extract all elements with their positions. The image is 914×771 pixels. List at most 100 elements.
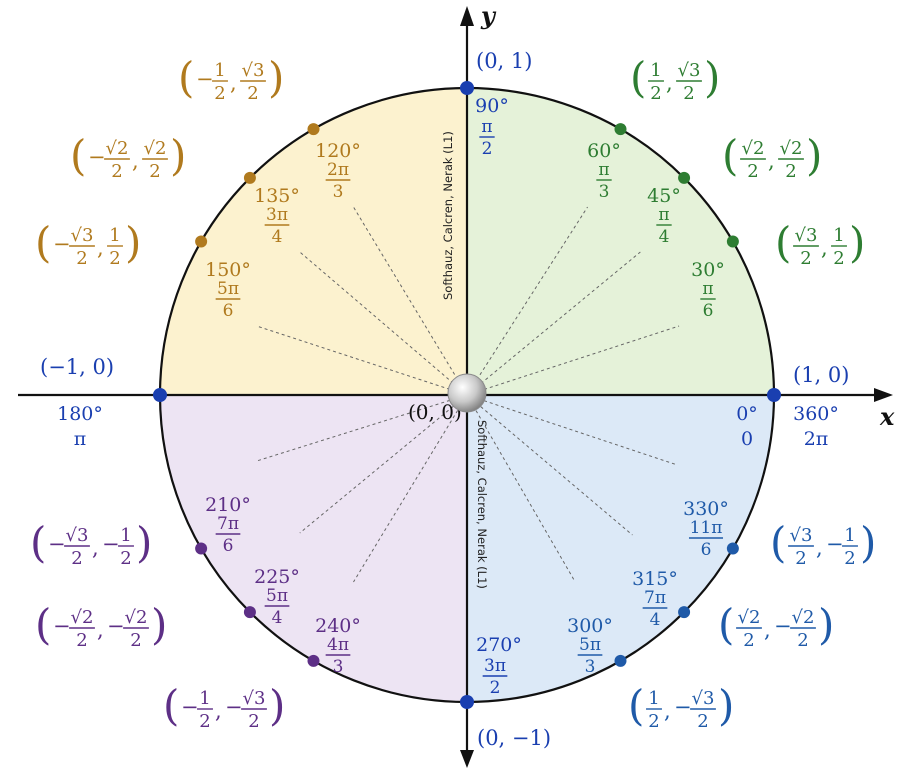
point-a210 [195, 542, 208, 555]
point-a30 [726, 235, 739, 248]
coord-x-a150-num: √3 [71, 225, 94, 246]
coord-x-a135-num: √2 [106, 138, 129, 159]
paren-close-a225: ) [151, 600, 167, 649]
coord-p0: (1, 0) [793, 363, 849, 387]
coord-x-a210-den: 2 [71, 548, 82, 569]
coord-x-a150-den: 2 [76, 248, 87, 269]
degree-label-a60: 60° [587, 140, 621, 162]
coordinate-a225: (−√22,−√22) [35, 600, 167, 651]
comma-a120: , [230, 71, 237, 95]
point-a330 [726, 542, 739, 555]
paren-close-a60: ) [704, 53, 720, 102]
coord-x-a45-num: √2 [742, 138, 765, 159]
coordinate-a120: (−12,√32) [178, 53, 284, 104]
guide-line-a150 [256, 325, 468, 396]
comma-a315: , [764, 618, 771, 642]
paren-open-a150: ( [35, 218, 51, 267]
coordinate-a45: (√22,√22) [722, 131, 822, 182]
degree-label-p0: 0° [736, 403, 758, 425]
radian-label-p270-den: 2 [490, 678, 501, 698]
point-a240 [307, 654, 320, 667]
paren-open-a315: ( [718, 600, 734, 649]
coord-x-a60-num: 1 [650, 60, 661, 81]
label-group-a315: 315°7π4 [632, 568, 678, 630]
radian-label-a135-den: 4 [272, 227, 283, 247]
radian-label-a300-num: 5π [579, 635, 601, 655]
coord-y-a210-den: 2 [120, 548, 131, 569]
coord-y-a300-den: 2 [697, 711, 708, 732]
radian-label-a315-den: 4 [650, 610, 661, 630]
degree-label-a240: 240° [315, 615, 361, 637]
paren-close-a45: ) [806, 131, 822, 180]
degree-label-p180: 180° [57, 403, 103, 425]
credit-text-lower: Softhauz, Calcren, Nerak (L1) [475, 420, 489, 589]
paren-open-a240: ( [163, 681, 179, 730]
radian-label-p180: π [74, 428, 87, 450]
coord-y-a30-den: 2 [833, 248, 844, 269]
sign-y-a300: − [674, 695, 692, 719]
coord-y-a225-den: 2 [130, 630, 141, 651]
label-group-a135: 135°3π4 [254, 185, 300, 247]
label-group-a30: 30°π6 [691, 259, 725, 321]
label-group-a225: 225°5π4 [254, 566, 300, 628]
coord-x-a45-den: 2 [747, 161, 758, 182]
radian-label-p90-den: 2 [482, 139, 493, 159]
label-group-a45: 45°π4 [647, 185, 681, 247]
coordinate-a60: (12,√32) [630, 53, 720, 104]
point-p90 [460, 81, 474, 95]
coord-y-a210-num: 1 [120, 525, 131, 546]
paren-close-a315: ) [818, 600, 834, 649]
coordinate-a330: (√32,−12) [770, 518, 876, 569]
degree-label-a120: 120° [315, 140, 361, 162]
radian-label-a30-den: 6 [703, 301, 714, 321]
coord-y-a240-num: √3 [243, 688, 266, 709]
credit-text-upper: Softhauz, Calcren, Nerak (L1) [441, 131, 455, 300]
paren-close-a135: ) [170, 131, 186, 180]
sign-x-a225: − [53, 614, 71, 638]
degree-label-a330: 330° [683, 498, 729, 520]
coordinate-a135: (−√22,√22) [70, 131, 186, 182]
coord-y-a330-den: 2 [844, 548, 855, 569]
degree-label-a135: 135° [254, 185, 300, 207]
paren-open-a30: ( [775, 218, 791, 267]
coord-x-a300-den: 2 [648, 711, 659, 732]
coord-x-a60-den: 2 [650, 83, 661, 104]
radian-label-a225-num: 5π [266, 586, 288, 606]
guide-line-a120 [353, 206, 468, 396]
coord-y-a315-num: √2 [792, 607, 815, 628]
sign-y-a225: − [107, 614, 125, 638]
coord-y-a315-den: 2 [797, 630, 808, 651]
coordinate-a150: (−√32,12) [35, 218, 141, 269]
paren-open-a210: ( [30, 518, 46, 567]
origin-ball-icon [447, 373, 487, 413]
paren-close-a240: ) [269, 681, 285, 730]
radian-label-a240-den: 3 [333, 657, 344, 677]
degree-label-a45: 45° [647, 185, 681, 207]
paren-close-a210: ) [136, 518, 152, 567]
degree-label-p270: 270° [476, 634, 522, 656]
paren-close-a30: ) [849, 218, 865, 267]
coord-p90: (0, 1) [476, 49, 532, 73]
point-p270 [460, 695, 474, 709]
coord-x-a120-den: 2 [214, 83, 225, 104]
guide-line-a60 [466, 206, 588, 396]
sign-x-a150: − [53, 232, 71, 256]
coord-y-a45-den: 2 [785, 161, 796, 182]
radian-label-a210-den: 6 [223, 536, 234, 556]
paren-close-a330: ) [860, 518, 876, 567]
radian-label-a150-num: 5π [217, 279, 239, 299]
coord-y-a300-num: √3 [692, 688, 715, 709]
coord-x-a30-num: √3 [795, 225, 818, 246]
coord-x-a315-num: √2 [738, 607, 761, 628]
label-group-a300: 300°5π3 [567, 615, 613, 677]
comma-a225: , [97, 618, 104, 642]
coord-y-a45-num: √2 [780, 138, 803, 159]
comma-a210: , [92, 536, 99, 560]
radian-label-a45-num: π [658, 205, 669, 225]
point-a60 [614, 123, 627, 136]
guide-line-a240 [353, 394, 468, 583]
point-a225 [243, 606, 256, 619]
point-p180 [153, 388, 167, 402]
